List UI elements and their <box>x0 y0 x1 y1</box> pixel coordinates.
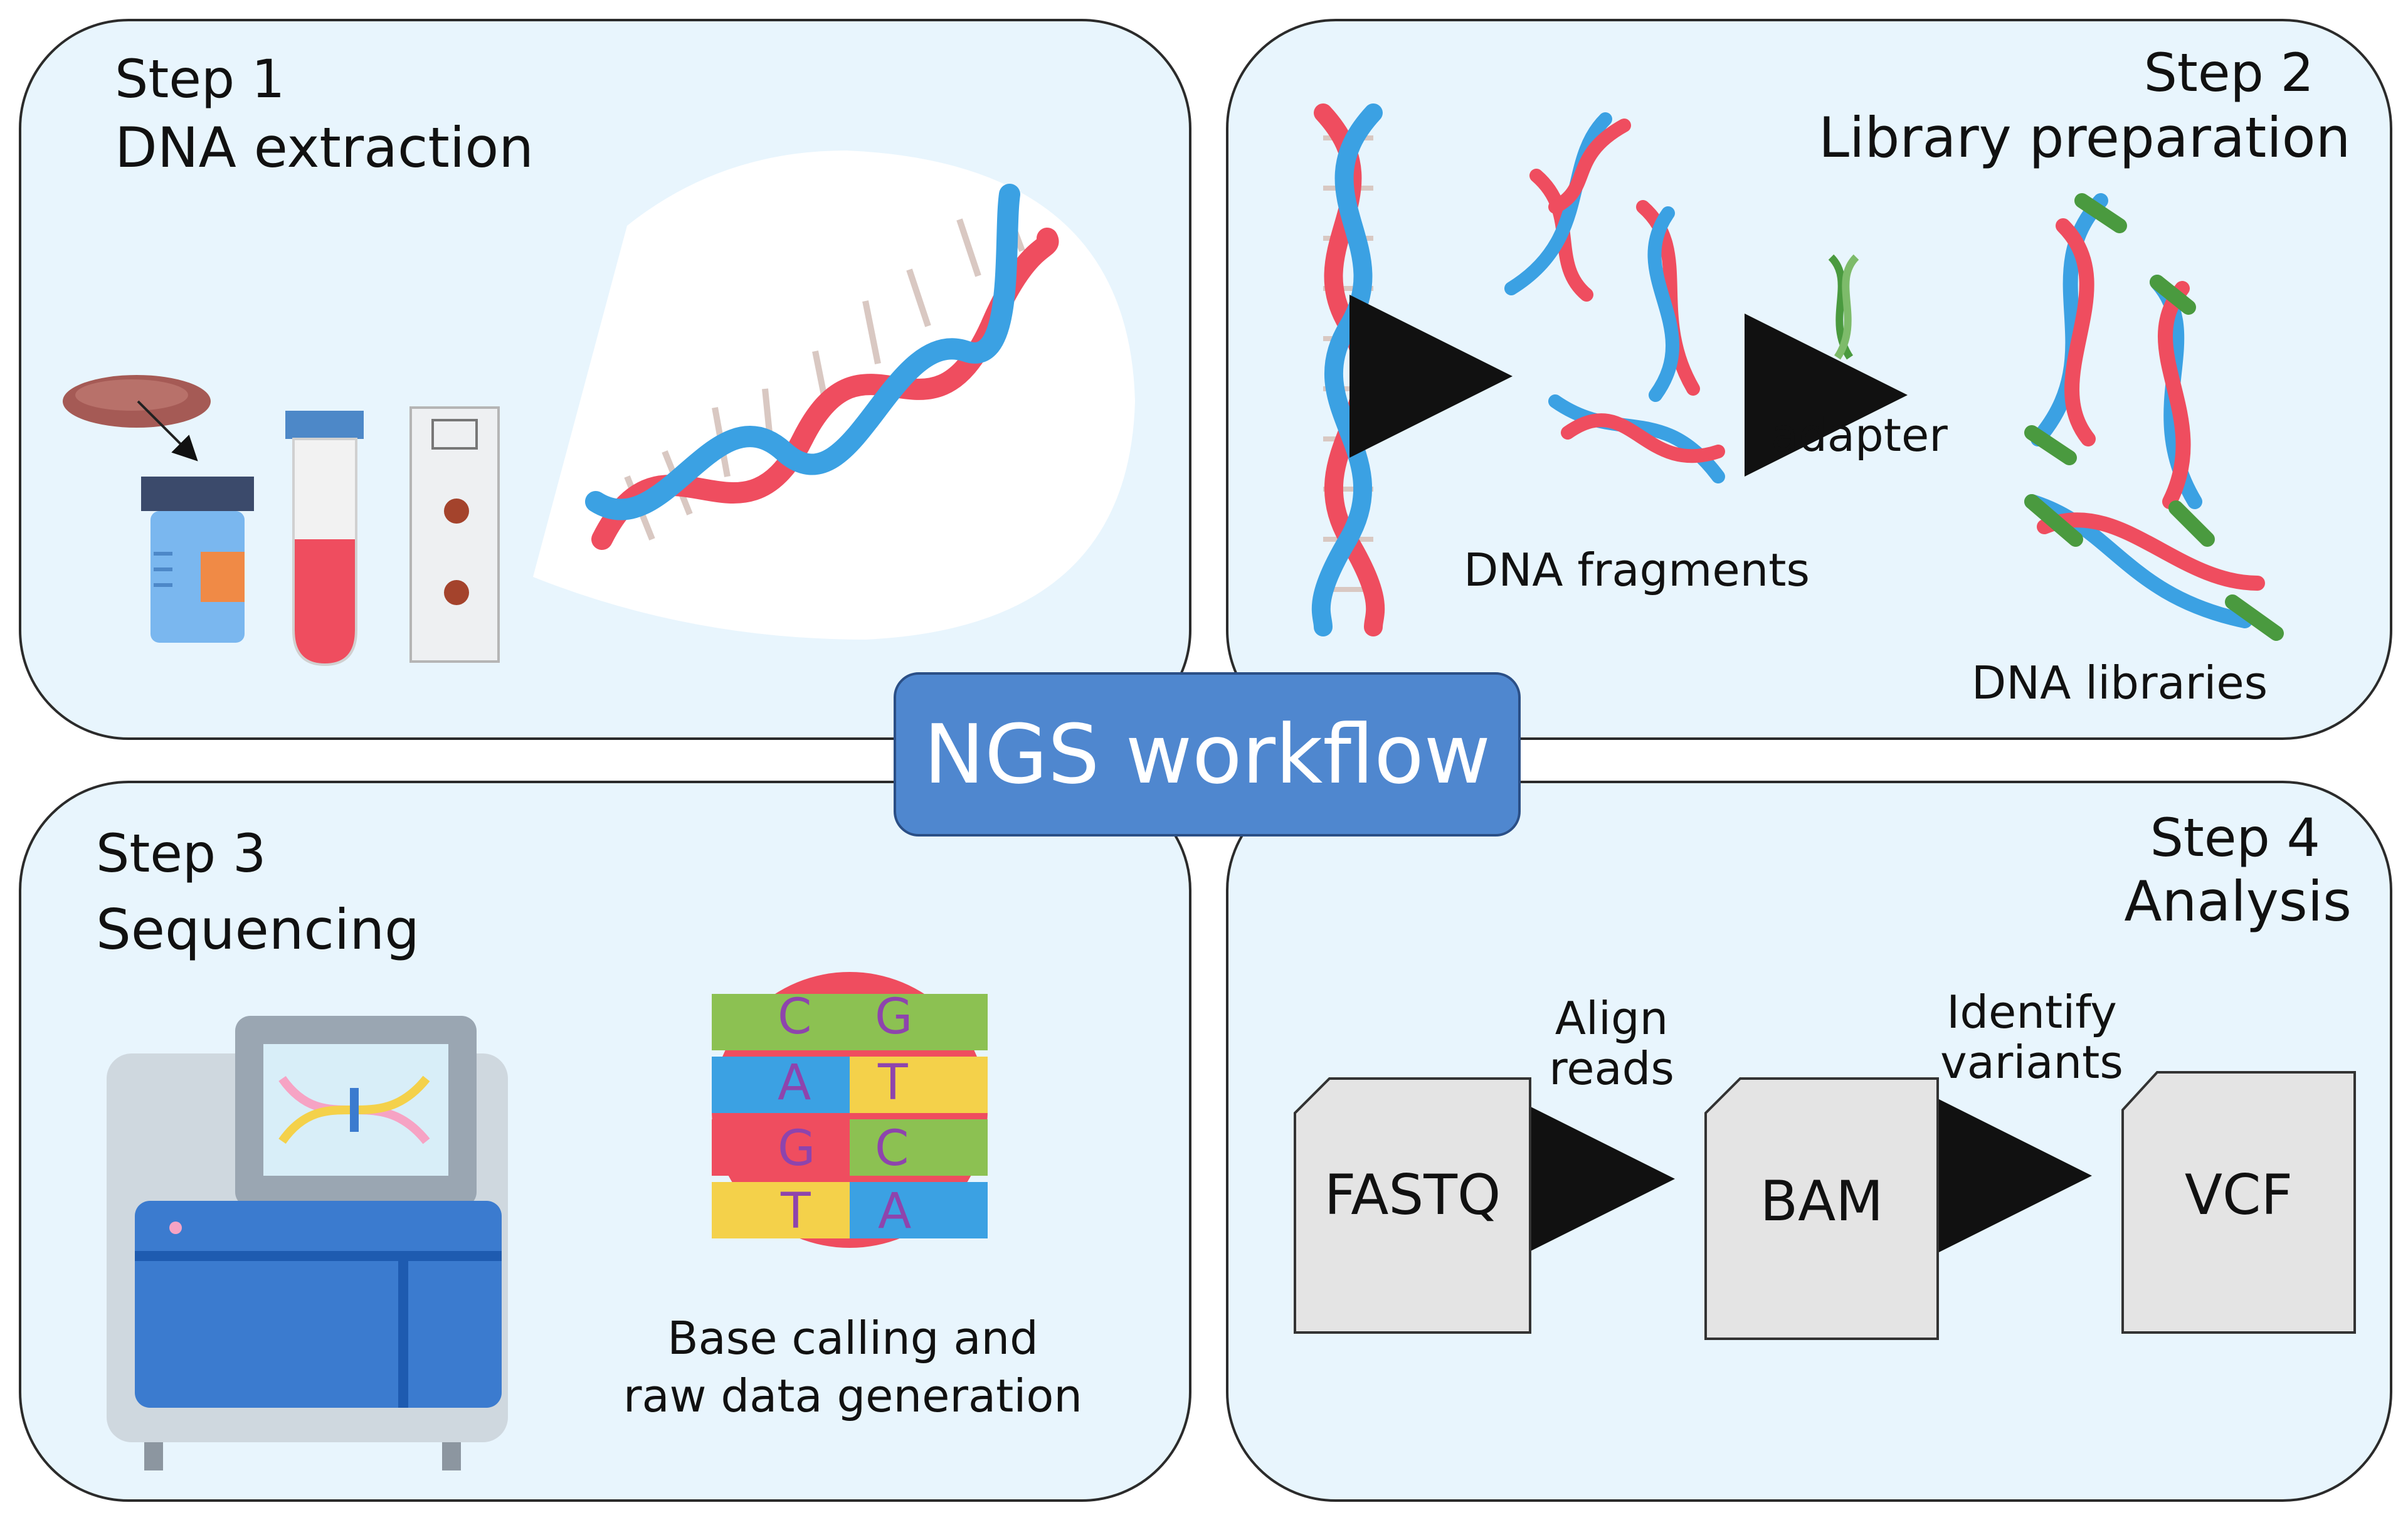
step2-title: Library preparation <box>1819 105 2351 170</box>
step3-title: Sequencing <box>96 897 420 962</box>
step2-number: Step 2 <box>2143 42 2314 103</box>
adapter-icon <box>1828 254 1859 360</box>
base-calling-icon <box>712 972 988 1248</box>
file-label-bam: BAM <box>1760 1169 1884 1233</box>
identify-label-line2: variants <box>1940 1036 2123 1089</box>
step1-number: Step 1 <box>115 48 285 110</box>
dna-libraries-icon <box>2024 193 2284 641</box>
tissue-sample-icon <box>63 375 211 428</box>
base-letter: A <box>778 1055 811 1111</box>
dna-zoom-bubble <box>533 150 1135 640</box>
sequencer-machine-icon <box>107 1016 508 1470</box>
dna-fragments-icon <box>1504 112 1725 483</box>
step4-title: Analysis <box>2124 869 2352 934</box>
adapter-label: adapter <box>1771 409 1948 462</box>
align-label-line1: Align <box>1555 992 1669 1045</box>
base-calling-label-line2: raw data generation <box>623 1370 1083 1422</box>
blood-tube-icon <box>285 411 364 667</box>
step4-number: Step 4 <box>2150 807 2320 868</box>
workflow-title: NGS workflow <box>923 707 1491 802</box>
test-cassette-icon <box>409 406 500 663</box>
dna-helix-icon <box>585 184 1059 550</box>
file-label-fastq: FASTQ <box>1324 1163 1501 1227</box>
dna-libraries-label: DNA libraries <box>1971 657 2268 709</box>
base-letter: T <box>781 1183 811 1240</box>
step1-title: DNA extraction <box>115 115 534 180</box>
file-label-vcf: VCF <box>2184 1163 2293 1227</box>
file-icon <box>1294 1077 1531 1334</box>
base-letter: G <box>875 989 913 1045</box>
base-calling-label-line1: Base calling and <box>667 1312 1038 1364</box>
base-letter: C <box>875 1121 909 1177</box>
dna-helix-icon <box>1311 103 1385 636</box>
file-icon <box>1704 1077 1939 1340</box>
workflow-title-box: NGS workflow <box>894 672 1521 837</box>
base-letter: G <box>778 1121 816 1177</box>
step3-number: Step 3 <box>96 823 267 884</box>
identify-label-line1: Identify <box>1946 986 2117 1038</box>
base-letter: A <box>878 1183 912 1240</box>
dna-fragments-label: DNA fragments <box>1463 544 1810 596</box>
file-icon <box>2121 1071 2356 1334</box>
align-label-line2: reads <box>1549 1042 1674 1095</box>
specimen-jar-icon <box>141 477 254 643</box>
base-letter: T <box>878 1055 908 1111</box>
base-letter: C <box>778 989 812 1045</box>
